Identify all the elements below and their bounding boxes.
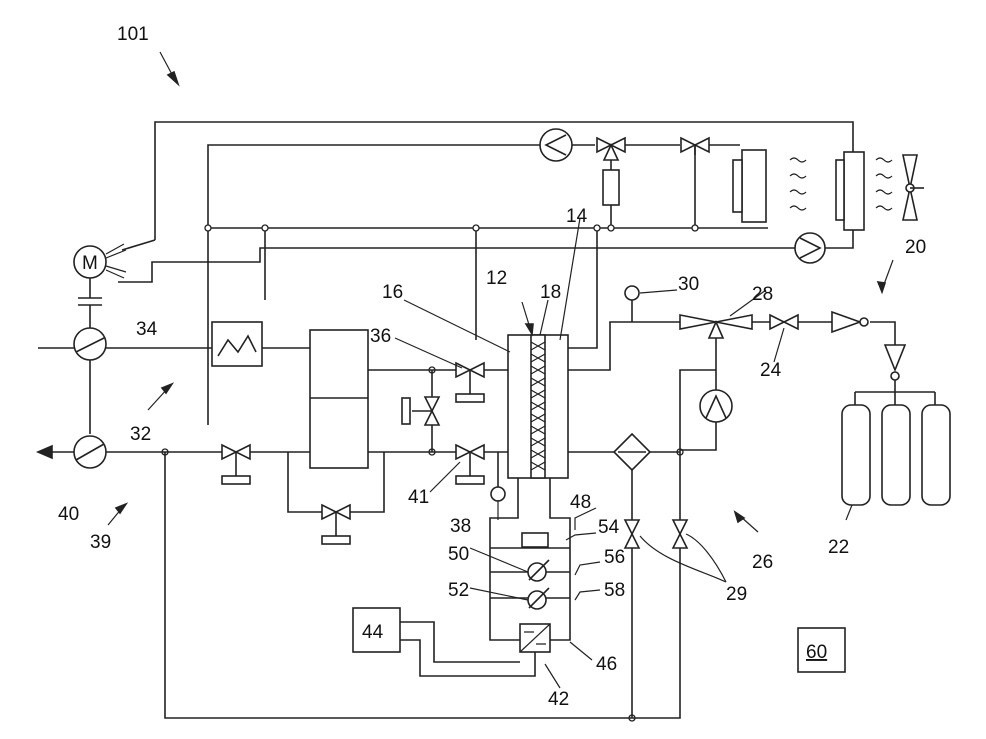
label-26: 26 [752, 552, 773, 573]
valve-24-icon [770, 315, 798, 329]
valve-28-icon [680, 315, 752, 338]
label-42: 42 [548, 689, 569, 710]
sensor-30-icon [625, 286, 639, 300]
label-38: 38 [450, 516, 471, 537]
recirculation-pump-icon [700, 390, 732, 422]
top-valve-icon [681, 138, 709, 155]
label-40: 40 [58, 504, 79, 525]
label-48: 48 [570, 492, 591, 513]
label-58: 58 [604, 580, 625, 601]
expander-40-icon [74, 436, 106, 468]
label-28: 28 [752, 284, 773, 305]
label-24: 24 [760, 360, 782, 381]
label-34: 34 [136, 319, 158, 340]
reference-labels: 101 14 12 18 16 30 28 20 34 36 24 32 40 … [58, 24, 926, 710]
label-39: 39 [90, 532, 111, 553]
check-valve-down-icon [855, 345, 935, 392]
heat-waves-icon [790, 158, 806, 210]
label-16: 16 [382, 282, 403, 303]
dc-converter-wires [400, 622, 535, 676]
label-41: 41 [408, 487, 429, 508]
coolant-module [490, 478, 570, 652]
label-30: 30 [678, 274, 699, 295]
label-52: 52 [448, 580, 469, 601]
filter-element-icon [603, 170, 619, 205]
junction-dots [162, 225, 698, 721]
intercooler-icon [212, 322, 262, 366]
label-29: 29 [726, 584, 747, 605]
motor-label: M [82, 253, 98, 274]
fan-icon [903, 155, 924, 220]
coolant-pump-icon [540, 129, 572, 161]
label-18: 18 [540, 282, 561, 303]
valve-36-icon [456, 363, 484, 402]
label-32: 32 [130, 424, 151, 445]
check-valve-icon [832, 312, 868, 332]
label-101: 101 [117, 24, 149, 45]
three-way-valve-icon [597, 138, 625, 160]
fuel-cell-stack-icon [508, 335, 568, 478]
bypass-valve-icon [222, 445, 250, 484]
label-20: 20 [905, 237, 926, 258]
label-50: 50 [448, 544, 469, 565]
label-14: 14 [566, 206, 588, 227]
compressor-34-icon [74, 328, 106, 360]
air-supply-line [38, 348, 510, 452]
radiator-icon [836, 152, 892, 230]
label-44: 44 [362, 622, 384, 643]
humidifier-icon [310, 330, 368, 468]
water-separator-icon [614, 434, 650, 470]
label-36: 36 [370, 326, 391, 347]
heat-exchanger-panel-icon [733, 150, 766, 222]
sensor-38-icon [491, 452, 505, 501]
label-46: 46 [596, 654, 617, 675]
label-22: 22 [828, 537, 849, 558]
motor-icon: M [74, 244, 126, 278]
cross-valve-icon [402, 397, 439, 425]
return-pump-icon [795, 233, 825, 263]
label-56: 56 [604, 547, 625, 568]
purge-valves-icon [625, 520, 687, 548]
valve-41-icon [456, 445, 484, 484]
air-exhaust-line [38, 446, 510, 512]
label-54: 54 [598, 517, 620, 538]
humidifier-bypass-valve-icon [322, 505, 350, 544]
label-12: 12 [486, 268, 507, 289]
label-60: 60 [806, 642, 827, 663]
hydrogen-tanks-icon [842, 392, 950, 505]
